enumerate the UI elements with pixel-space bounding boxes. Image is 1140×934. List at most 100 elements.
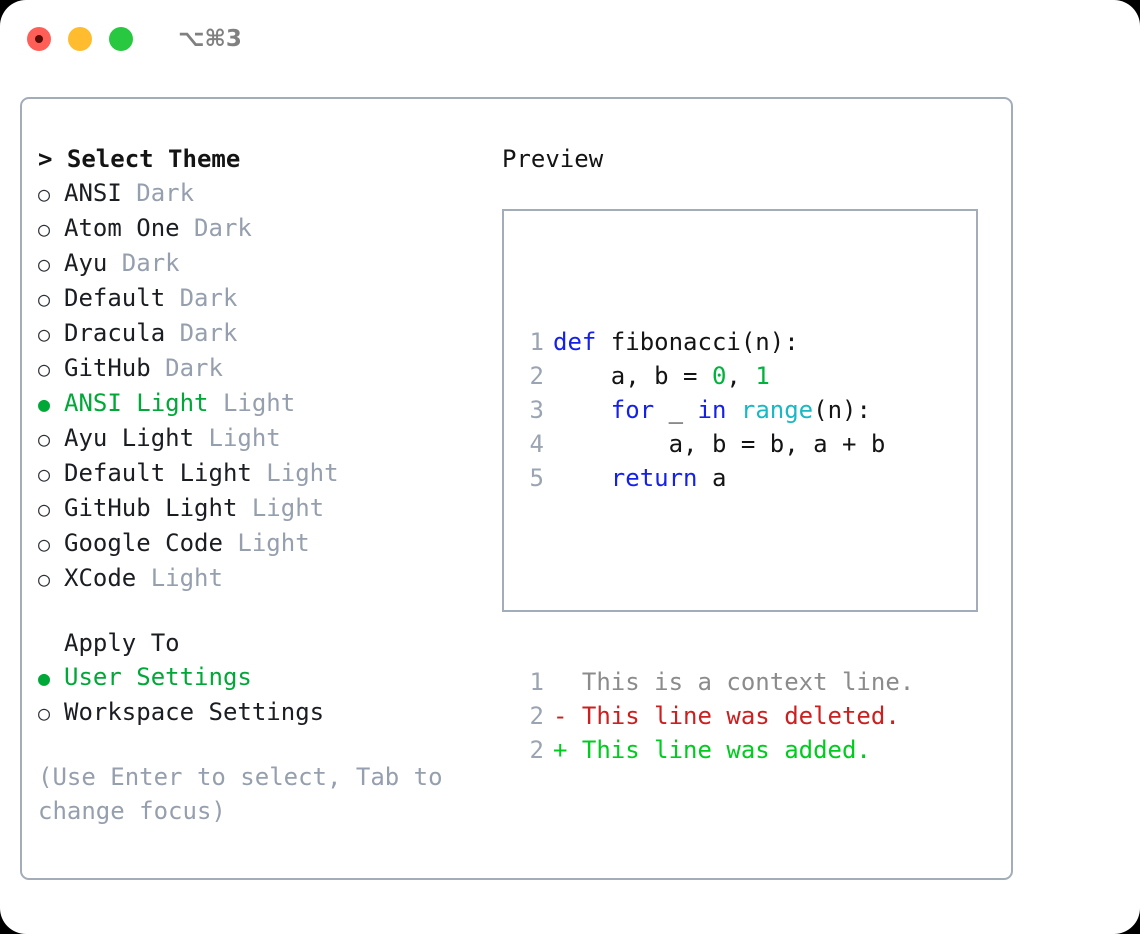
- keyboard-hint-text: (Use Enter to select, Tab to change focu…: [38, 763, 458, 825]
- pane-spacer: [38, 596, 498, 626]
- line-number: 2: [529, 736, 544, 764]
- code-token-plain: ,: [726, 362, 756, 390]
- radio-unselected-icon: ○: [38, 567, 51, 591]
- preview-header: Preview: [502, 145, 604, 173]
- code-token-kw: for: [610, 396, 655, 424]
- hint-spacer: [38, 730, 498, 760]
- theme-option-label: XCode: [64, 564, 151, 592]
- theme-option-ansi-light[interactable]: ●ANSI Light Light: [38, 386, 498, 421]
- code-token-plain: a, b =: [553, 362, 712, 390]
- theme-option-ayu-light[interactable]: ○Ayu Light Light: [38, 421, 498, 456]
- code-token-plain: [553, 464, 611, 492]
- apply-to-option-label: User Settings: [64, 663, 252, 691]
- theme-option-atom-one[interactable]: ○ Atom One Dark: [38, 211, 498, 246]
- theme-option-github[interactable]: ○ GitHub Dark: [38, 351, 498, 386]
- theme-option-label: Google Code: [64, 529, 238, 557]
- radio-unselected-icon: ○: [38, 182, 51, 206]
- code-token-num: 1: [755, 362, 770, 390]
- radio-unselected-icon: ○: [38, 497, 51, 521]
- theme-option-label: GitHub: [64, 354, 166, 382]
- apply-to-header: Apply To: [64, 629, 180, 657]
- line-number: 4: [529, 430, 544, 458]
- title-bar: ⌥⌘3: [0, 0, 1140, 77]
- theme-option-dracula[interactable]: ○Dracula Dark: [38, 316, 498, 351]
- select-theme-header: > Select Theme: [38, 145, 241, 173]
- radio-unselected-icon: ○: [38, 217, 51, 241]
- theme-option-default-light[interactable]: ○ Default Light Light: [38, 456, 498, 491]
- preview-pane: Preview 1 def fibonacci(n): 2 a, b = 0, 1 3…: [502, 142, 1002, 764]
- code-line: 1 def fibonacci(n):: [522, 325, 914, 359]
- code-token-plain: fibonacci(n):: [596, 328, 799, 356]
- diff-text: This is a context line.: [553, 668, 915, 696]
- radio-unselected-icon: ○: [38, 287, 51, 311]
- code-line: 5 return a: [522, 461, 914, 495]
- theme-selector-pane: > Select Theme ○ANSI Dark○Atom One Dark○…: [38, 142, 498, 828]
- theme-option-xcode[interactable]: ○ XCode Light: [38, 561, 498, 596]
- code-token-plain: [553, 396, 611, 424]
- close-button-icon[interactable]: [27, 26, 51, 51]
- apply-to-option-list: ● User Settings ○Workspace Settings: [38, 660, 498, 730]
- diff-text: - This line was deleted.: [553, 702, 900, 730]
- code-token-plain: a, b = b, a + b: [553, 430, 886, 458]
- code-token-kw: return: [610, 464, 698, 492]
- theme-option-google-code[interactable]: ○ Google Code Light: [38, 526, 498, 561]
- maximize-button-icon[interactable]: [109, 26, 133, 51]
- minimize-button-icon[interactable]: [68, 26, 92, 51]
- diff-line-del: 2 - This line was deleted.: [522, 699, 914, 733]
- line-number: 2: [529, 702, 544, 730]
- theme-option-label: GitHub Light: [64, 494, 252, 522]
- theme-option-kind: Light: [150, 564, 223, 592]
- apply-to-option-workspace-settings[interactable]: ○Workspace Settings: [38, 695, 498, 730]
- dialog-frame: > Select Theme ○ANSI Dark○Atom One Dark○…: [20, 97, 1013, 880]
- line-number: 3: [529, 396, 544, 424]
- code-line: 3 for _ in range(n):: [522, 393, 914, 427]
- diff-lines: 1 This is a context line.2- This line wa…: [522, 665, 915, 767]
- theme-option-github-light[interactable]: ○ GitHub Light Light: [38, 491, 498, 526]
- code-token-kw: in: [697, 396, 727, 424]
- radio-unselected-icon: ○: [38, 462, 51, 486]
- theme-option-label: ANSI Light: [64, 389, 223, 417]
- theme-option-ayu[interactable]: ○ Ayu Dark: [38, 246, 498, 281]
- radio-selected-icon: ●: [38, 666, 51, 690]
- theme-option-label: Atom One: [64, 214, 195, 242]
- code-token-plain: a: [697, 464, 727, 492]
- apply-to-option-user-settings[interactable]: ● User Settings: [38, 660, 498, 695]
- radio-selected-icon: ●: [38, 392, 51, 416]
- code-token-kw: def: [553, 328, 597, 356]
- radio-unselected-icon: ○: [38, 252, 51, 276]
- theme-option-kind: Dark: [165, 354, 223, 382]
- code-diff-gap: [522, 563, 914, 597]
- theme-option-ansi[interactable]: ○ANSI Dark: [38, 176, 498, 211]
- radio-unselected-icon: ○: [38, 532, 51, 556]
- theme-option-kind: Light: [251, 494, 325, 522]
- dialog-columns: > Select Theme ○ANSI Dark○Atom One Dark○…: [22, 99, 1011, 878]
- theme-option-label: Dracula: [64, 319, 180, 347]
- line-number: 5: [529, 464, 544, 492]
- code-token-plain: (n):: [813, 396, 871, 424]
- preview-box: 1 def fibonacci(n): 2 a, b = 0, 1 3 for _ i…: [502, 209, 978, 764]
- keyboard-shortcut-label: ⌥⌘3: [178, 25, 242, 52]
- line-number: 1: [529, 328, 544, 356]
- record-dot-icon: [35, 34, 43, 43]
- diff-text: + This line was added.: [553, 736, 871, 764]
- theme-option-kind: Dark: [179, 319, 238, 347]
- code-token-plain: [726, 396, 740, 424]
- code-token-fn: range: [740, 396, 814, 424]
- theme-option-kind: Dark: [121, 249, 180, 277]
- theme-option-kind: Dark: [136, 179, 195, 207]
- code-sample: 1 def fibonacci(n): 2 a, b = 0, 1 3 for _ i…: [522, 257, 915, 835]
- radio-unselected-icon: ○: [38, 357, 51, 381]
- theme-option-label: Default Light: [64, 459, 267, 487]
- code-token-plain: _: [654, 396, 698, 424]
- theme-option-kind: Light: [237, 529, 310, 557]
- theme-option-kind: Light: [266, 459, 339, 487]
- theme-option-kind: Dark: [194, 214, 252, 242]
- code-token-num: 0: [711, 362, 727, 390]
- theme-option-label: Ayu: [64, 249, 122, 277]
- theme-option-kind: Dark: [179, 284, 238, 312]
- theme-option-list: ○ANSI Dark○Atom One Dark○Ayu Dark○Defaul…: [38, 176, 498, 596]
- theme-option-default[interactable]: ○Default Dark: [38, 281, 498, 316]
- diff-line-add: 2 + This line was added.: [522, 733, 914, 767]
